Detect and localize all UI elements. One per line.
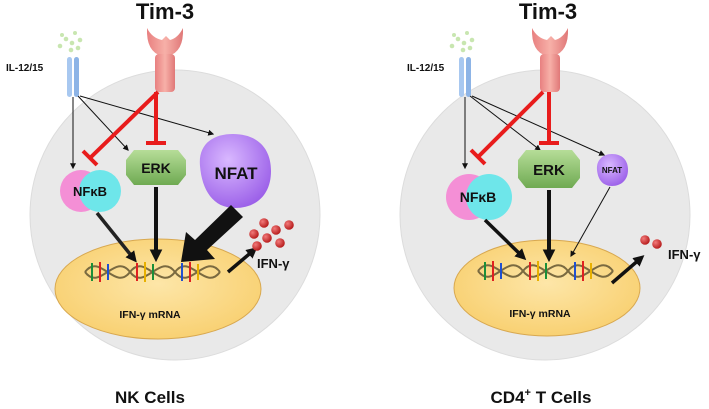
- il-12-15-label: IL-12/15: [407, 63, 445, 74]
- il-to-erk-arrow: [469, 95, 541, 151]
- ifn-mrna-label: IFN-γ mRNA: [509, 308, 571, 320]
- nfkb-to-nucleus-arrow: [95, 211, 137, 263]
- nfkb-complex-icon: [446, 174, 512, 220]
- nfkb-to-nucleus-arrow: [483, 218, 527, 261]
- tim3-title: Tim-3: [519, 0, 577, 24]
- tim3-inhibits-nfkb: [81, 90, 160, 167]
- il-receptor-icon: [449, 31, 475, 97]
- nfat-node-icon: [596, 154, 628, 186]
- nfat-to-nucleus-arrow: [570, 186, 611, 258]
- nfkb-label: NFκB: [73, 184, 107, 199]
- ifn-gamma-molecules-icon: [249, 218, 294, 251]
- tim3-inhibits-nfkb: [469, 90, 545, 166]
- nfat-label: NFAT: [214, 164, 258, 183]
- nfat-node-icon: [199, 134, 271, 208]
- il-12-15-label: IL-12/15: [6, 63, 44, 74]
- nk-cell-panel: Tim-3 IL-12/15: [6, 0, 321, 407]
- erk-node-icon: [518, 150, 580, 188]
- erk-label: ERK: [141, 160, 171, 176]
- erk-label: ERK: [533, 162, 565, 179]
- ifn-gamma-molecules-icon: [640, 235, 662, 249]
- nfkb-label: NFκB: [460, 189, 497, 205]
- nfkb-complex-icon: [60, 170, 121, 212]
- tim3-inhibits-erk: [539, 92, 559, 145]
- ifn-gamma-label: IFN-γ: [257, 256, 290, 271]
- nfat-label: NFAT: [602, 166, 622, 175]
- tim3-title: Tim-3: [136, 0, 194, 24]
- tim3-receptor-icon: [146, 28, 184, 92]
- cd4-t-cells-label: CD4+ T Cells: [491, 387, 592, 407]
- il-to-nfat-arrow: [471, 95, 606, 156]
- tim3-inhibits-erk: [146, 92, 166, 145]
- erk-node-icon: [126, 150, 186, 185]
- il-receptor-icon: [57, 31, 83, 97]
- il-to-nfat-arrow: [79, 95, 215, 136]
- dna-helix-icon: [477, 261, 614, 281]
- dna-helix-icon: [84, 262, 221, 282]
- nk-cells-label: NK Cells: [115, 388, 185, 407]
- ifn-gamma-label: IFN-γ: [668, 247, 701, 262]
- nucleus-to-ifn-arrow: [610, 255, 645, 285]
- ifn-mrna-label: IFN-γ mRNA: [119, 309, 181, 321]
- nucleus-to-ifn-arrow: [226, 247, 258, 274]
- cd4-t-cell-panel: Tim-3 IL-12/15: [399, 0, 701, 407]
- nfat-to-nucleus-arrow: [181, 205, 243, 262]
- tim3-receptor-icon: [531, 28, 569, 92]
- il-to-erk-arrow: [77, 95, 129, 151]
